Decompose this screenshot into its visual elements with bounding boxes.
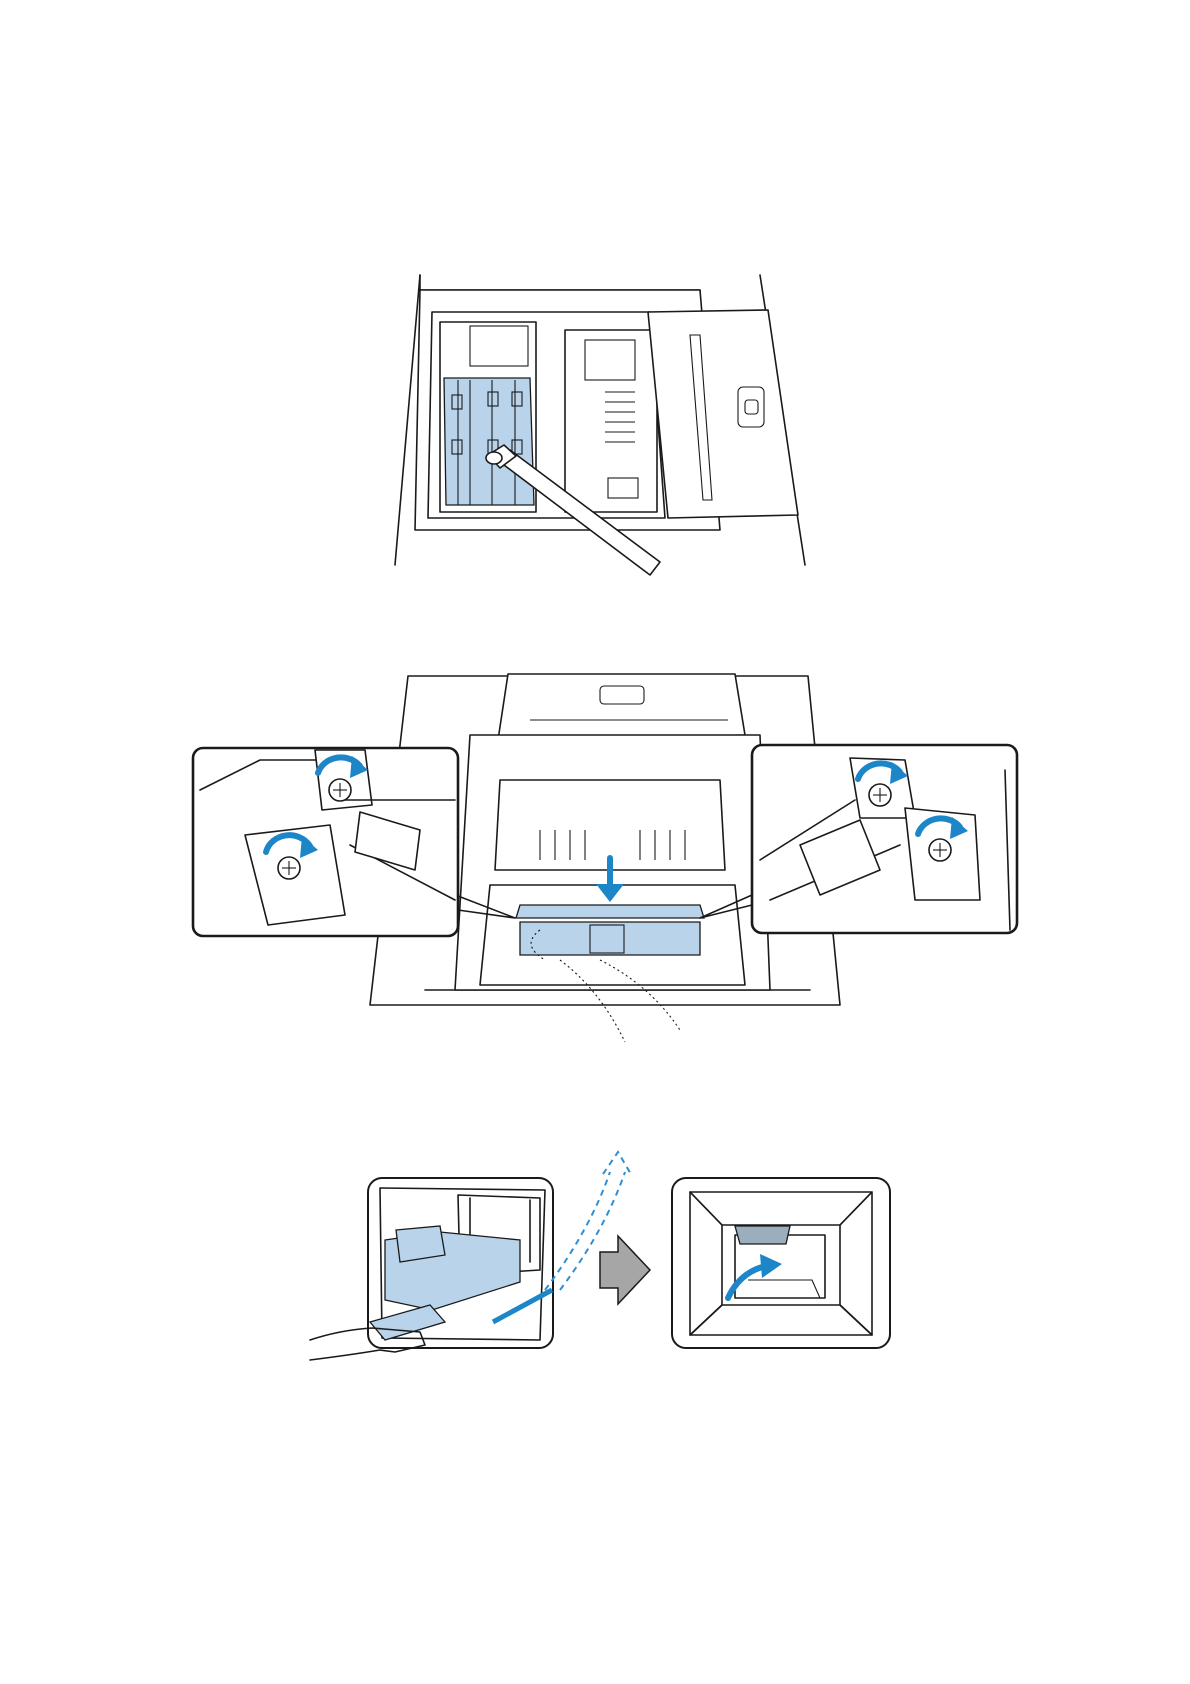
figure-maintenance-box	[0, 1140, 1190, 1370]
printer-lid	[648, 310, 798, 518]
next-step-arrow-icon	[600, 1236, 650, 1304]
screw-icon	[929, 839, 951, 861]
cutter-unit	[520, 922, 700, 955]
screw-icon	[329, 779, 351, 801]
screw-icon	[278, 857, 300, 879]
figure-cutter-unit	[0, 670, 1190, 1050]
open-lid	[498, 674, 745, 740]
maintenance-box-slot	[735, 1226, 790, 1244]
cutter-bar	[516, 905, 704, 918]
maintenance-box-illustration	[0, 1140, 1190, 1370]
figure-cleaning-stick	[0, 255, 1190, 595]
screw-icon	[869, 784, 891, 806]
cleaning-stick-illustration	[0, 255, 1190, 595]
cutter-unit-illustration	[0, 670, 1190, 1050]
